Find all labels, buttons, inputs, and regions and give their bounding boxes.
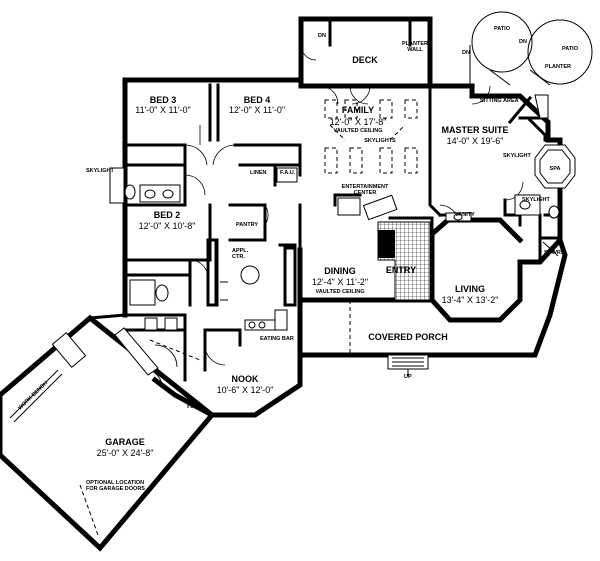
spa-label: SPA <box>550 166 561 172</box>
family-note: VAULTED CEILING <box>334 128 383 134</box>
pantry-label: PANTRY <box>236 222 258 228</box>
bed3-dims: 11'-0" X 11'-0" <box>135 105 191 115</box>
skylight-label-left: SKYLIGHT <box>86 168 114 174</box>
skylights <box>149 85 475 361</box>
planter-label: PLANTER <box>545 64 571 70</box>
bed2-name: BED 2 <box>154 210 181 220</box>
living-dims: 13'-4" X 13'-2" <box>442 295 499 305</box>
annotations: PLANTER WALL DN DN DN PATIO PATIO PLANTE… <box>17 26 578 492</box>
planter-wall-label-1: PLANTER <box>402 41 428 47</box>
bed3-name: BED 3 <box>150 95 177 105</box>
sitting-area-label: SITTING AREA <box>480 98 519 104</box>
garage-doors-label-2: FOR GARAGE DOORS <box>86 486 145 492</box>
interior-walls <box>123 83 562 382</box>
planter-wall-label-2: WALL <box>407 47 423 53</box>
entertainment-label-2: CENTER <box>354 190 377 196</box>
dining-name: DINING <box>324 266 356 276</box>
porch-label: COVERED PORCH <box>368 332 448 342</box>
nook-dims: 10'-6" X 12'-0" <box>217 385 274 395</box>
skylight-label-bath: SKYLIGHT <box>522 197 550 203</box>
nook-up-label: UP <box>190 404 198 410</box>
deck-label: DECK <box>352 55 378 65</box>
bed4-name: BED 4 <box>244 95 271 105</box>
shower-label: SHWR. <box>544 250 563 256</box>
porch-up-label: UP <box>404 374 412 380</box>
garage-name: GARAGE <box>105 437 145 447</box>
exterior-walls <box>0 16 568 552</box>
garage-dims: 25'-0" X 24'-8" <box>97 448 154 458</box>
fixtures <box>9 94 576 536</box>
entry-tile <box>377 221 431 301</box>
family-name: FAMILY <box>342 105 374 115</box>
appl-label-2: CTR. <box>232 254 245 260</box>
linen-label: LINEN <box>250 170 267 176</box>
work-bench-label: WORK BENCH <box>17 380 49 411</box>
nook-name: NOOK <box>232 374 260 384</box>
deck-dn-label: DN <box>318 33 326 39</box>
master-dims: 14'-0" X 19'-6" <box>447 136 504 146</box>
patio-label-1: PATIO <box>494 26 511 32</box>
bed2-dims: 12'-0" X 10'-8" <box>139 221 196 231</box>
skylight-label-master: SKYLIGHT <box>503 153 531 159</box>
patio-label-2: PATIO <box>562 46 579 52</box>
bed4-dims: 12'-0" X 11'-0" <box>229 105 285 115</box>
entertainment-label-1: ENTERTAINMENT <box>342 184 389 190</box>
family-dims: 12'-0" X 17'-8" <box>330 117 387 127</box>
garage-doors-label-1: OPTIONAL LOCATION <box>86 480 144 486</box>
patio-dn-label-1: DN <box>462 50 470 56</box>
appl-label-1: APPL. <box>232 248 249 254</box>
eating-bar-label: EATING BAR <box>260 336 294 342</box>
patios <box>469 11 593 86</box>
entry-label: ENTRY <box>386 265 416 275</box>
master-name: MASTER SUITE <box>441 125 508 135</box>
skylights-label: SKYLIGHTS <box>364 138 396 144</box>
patio-dn-label-2: DN <box>519 39 527 45</box>
fau-label: F.A.U. <box>280 170 296 176</box>
room-labels: DECK FAMILY 12'-0" X 17'-8" VAULTED CEIL… <box>97 55 509 458</box>
dining-note: VAULTED CEILING <box>316 289 365 295</box>
dining-dims: 12'-4" X 11'-2" <box>312 277 368 287</box>
living-name: LIVING <box>455 284 485 294</box>
vanity-label: VANITY <box>455 212 475 218</box>
